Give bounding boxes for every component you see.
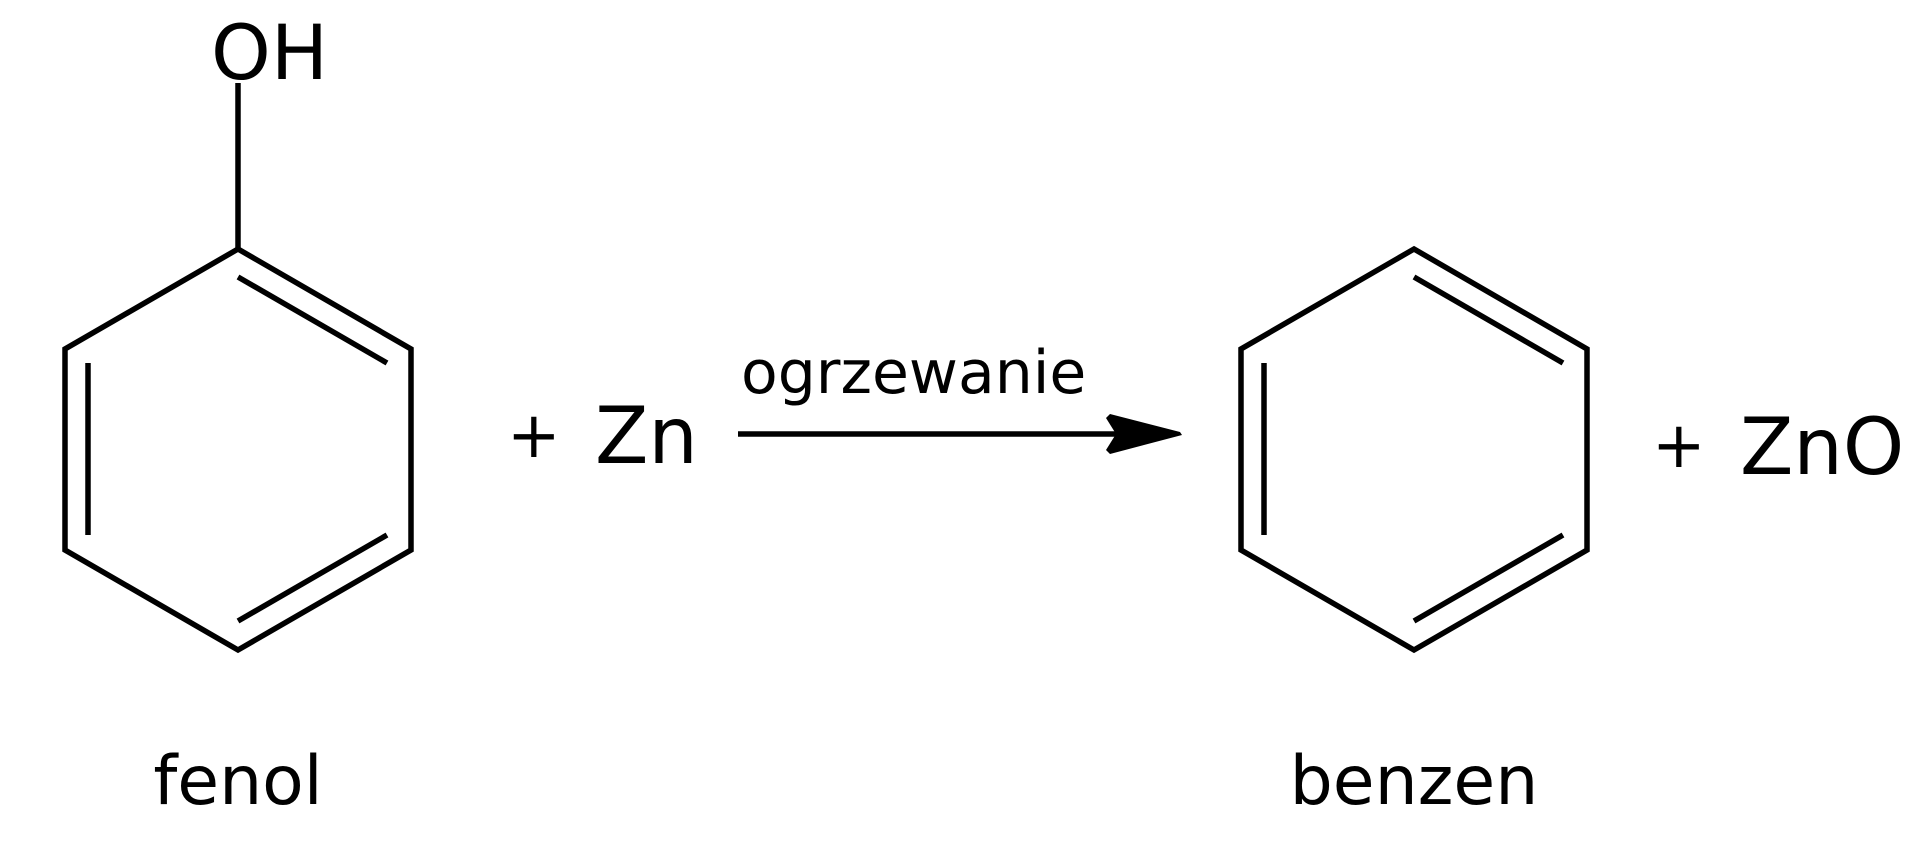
reaction-arrow: ogrzewanie [738, 338, 1182, 454]
plus-sign-products: + [1652, 409, 1706, 483]
phenol-name-label: fenol [153, 742, 322, 821]
benzene-molecule [1238, 245, 1590, 654]
benzene-ring [1238, 245, 1590, 654]
arrow-head-icon [1106, 414, 1182, 454]
reaction-condition-label: ogrzewanie [741, 338, 1086, 408]
zinc-oxide-formula: ZnO [1740, 403, 1904, 493]
phenol-ring [62, 245, 414, 654]
benzene-name-label: benzen [1290, 742, 1539, 821]
phenol-double-bond-bottom-right [236, 532, 389, 624]
hydroxyl-label: OH [211, 8, 328, 97]
plus-sign-reactants: + [507, 399, 561, 473]
phenol-double-bond-top-right [236, 274, 389, 366]
benzene-double-bond-bottom-right [1412, 532, 1565, 624]
phenol-molecule: OH [62, 8, 414, 654]
benzene-double-bond-top-right [1412, 274, 1565, 366]
zinc-formula: Zn [595, 392, 698, 482]
